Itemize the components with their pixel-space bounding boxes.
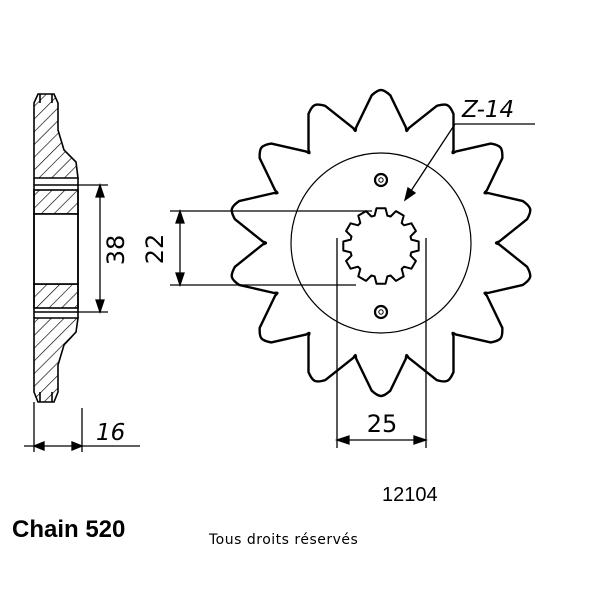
bore-dimension [170,208,372,288]
hub-dimension-label: 38 [102,235,130,266]
hub-dimension [78,182,108,315]
lower-tooth-section [33,317,79,403]
width-dimension-label: 16 [96,420,125,446]
lower-hub-band [33,283,79,309]
bore-section [33,213,79,285]
upper-tooth-section [33,93,79,179]
teeth-leader [403,123,535,202]
copyright-notice: Tous droits réservés [208,532,358,548]
side-profile [33,93,79,403]
spline-dimension-label: 25 [367,410,398,438]
splined-bore [342,207,420,285]
bolt-hole-top [373,172,389,188]
width-dimension [24,402,140,452]
bolt-circle [290,152,472,334]
chain-label: Chain 520 [12,516,125,543]
teeth-count-label: Z-14 [461,97,514,123]
bore-dimension-label: 22 [141,234,169,265]
front-view [230,88,532,398]
sprocket-outline [230,88,532,398]
upper-hub-band [33,189,79,215]
part-number: 12104 [382,484,438,506]
bolt-hole-bottom [373,304,389,320]
spline-dimension [334,238,429,448]
